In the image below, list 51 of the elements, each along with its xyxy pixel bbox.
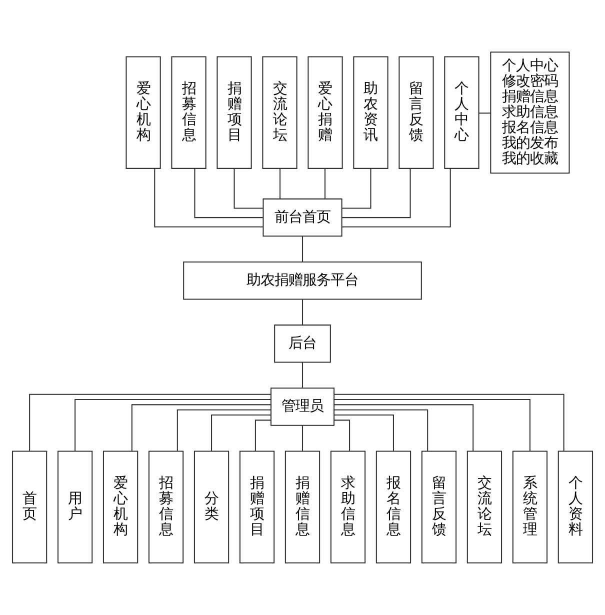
node-box: 求助信息 xyxy=(330,450,366,564)
node-box: 交流论坛 xyxy=(262,56,298,169)
node-box: 留言反馈 xyxy=(398,56,434,169)
node-box: 捐赠项目 xyxy=(239,450,275,564)
connector xyxy=(334,404,474,452)
node-box: 分类 xyxy=(194,450,230,564)
node-box: 招募信息 xyxy=(171,56,206,169)
node-box: 系统管理 xyxy=(512,450,548,564)
node-box: 留言反馈 xyxy=(421,450,457,564)
connector xyxy=(176,409,271,452)
node-box: 个人中心 xyxy=(444,56,480,169)
connector xyxy=(29,394,271,452)
node-box: 爱心机构 xyxy=(126,56,161,169)
node-box: 爱心捐赠 xyxy=(308,56,343,169)
connector xyxy=(324,168,326,199)
connector xyxy=(211,414,271,452)
connector xyxy=(302,426,304,451)
node-box: 助农资讯 xyxy=(353,56,388,169)
node-box: 捐赠信息 xyxy=(284,450,320,564)
connector xyxy=(342,168,451,228)
node-box: 招募信息 xyxy=(148,450,184,564)
connector xyxy=(334,420,350,452)
node-box: 用户 xyxy=(57,450,93,564)
connector xyxy=(334,414,394,452)
node-box: 爱心机构 xyxy=(102,450,138,564)
connector xyxy=(194,168,263,218)
connector xyxy=(254,420,271,452)
connector xyxy=(131,404,271,452)
connector xyxy=(280,168,281,199)
connector xyxy=(334,394,564,452)
node-box: 报名信息 xyxy=(376,450,412,564)
node-box: 助农捐赠服务平台 xyxy=(183,262,422,300)
node-box: 个人中心 修改密码 捐赠信息 求助信息 报名信息 我的发布 我的收藏 xyxy=(490,52,570,174)
connector xyxy=(302,300,304,325)
connector xyxy=(302,236,304,262)
connector xyxy=(342,168,372,209)
node-box: 后台 xyxy=(274,324,331,363)
node-box: 首页 xyxy=(12,450,48,564)
connector xyxy=(334,409,428,452)
connector xyxy=(154,168,263,228)
node-box: 捐赠项目 xyxy=(216,56,252,169)
connector xyxy=(234,168,264,209)
connector xyxy=(74,399,271,452)
node-box: 交流论坛 xyxy=(466,450,502,564)
node-box: 个人资料 xyxy=(558,450,594,564)
connector xyxy=(342,168,411,218)
node-box: 前台首页 xyxy=(262,198,342,237)
connector xyxy=(302,362,304,388)
connector xyxy=(478,112,491,114)
connector xyxy=(334,399,530,452)
node-box: 管理员 xyxy=(270,388,335,426)
